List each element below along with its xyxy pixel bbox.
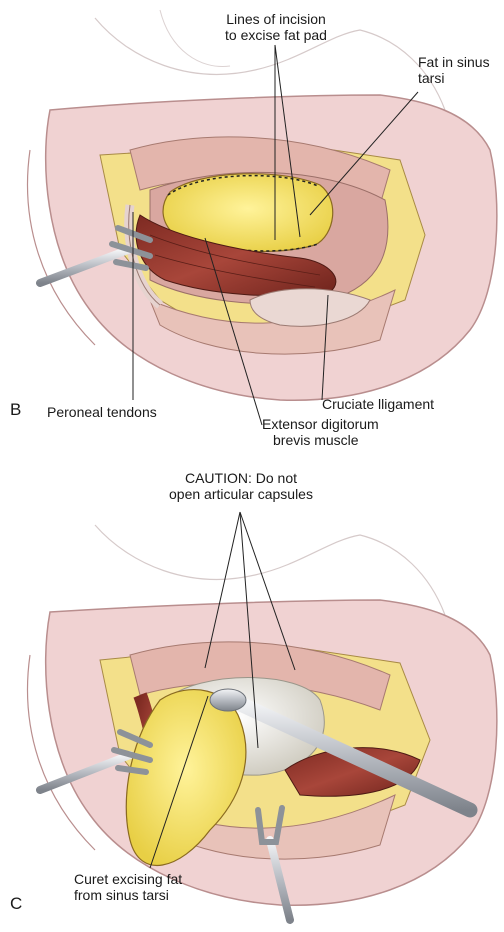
lower-skin-flap bbox=[149, 289, 396, 355]
leader-caution-2 bbox=[239, 511, 259, 749]
curet bbox=[228, 694, 478, 818]
leader-caution-1 bbox=[204, 511, 241, 669]
leader-caution-3 bbox=[239, 511, 296, 671]
label-edb-muscle: Extensor digitorum brevis muscle bbox=[262, 416, 379, 448]
incision-line-upper bbox=[167, 174, 319, 196]
leader-fat bbox=[309, 91, 419, 216]
muscle-c bbox=[284, 747, 421, 797]
retractor-b bbox=[36, 246, 132, 287]
retractor-c-bottom bbox=[266, 836, 294, 924]
bone-outline bbox=[94, 17, 446, 111]
panel-b-art bbox=[27, 9, 498, 402]
label-curet: Curet excising fat from sinus tarsi bbox=[74, 871, 183, 903]
retractor-c-left bbox=[36, 751, 134, 794]
label-caution: CAUTION: Do not open articular capsules bbox=[169, 470, 313, 502]
leader-edb bbox=[204, 237, 263, 426]
label-peroneal-tendons: Peroneal tendons bbox=[47, 404, 157, 420]
panel-c-art bbox=[27, 524, 498, 924]
cruciate-ligament bbox=[249, 288, 371, 327]
panel-letter-c: C bbox=[10, 894, 23, 913]
label-incision: Lines of incision to excise fat pad bbox=[225, 11, 327, 43]
leader-curet bbox=[149, 695, 209, 869]
label-cruciate-ligament: Cruciate lligament bbox=[322, 396, 435, 412]
panel-letter-b: B bbox=[10, 400, 22, 419]
label-fat-sinus-tarsi: Fat in sinus tarsi bbox=[418, 54, 490, 86]
panel-b-leaders bbox=[132, 44, 419, 426]
leader-cruciate bbox=[321, 294, 329, 401]
panel-c-leaders bbox=[149, 511, 296, 869]
